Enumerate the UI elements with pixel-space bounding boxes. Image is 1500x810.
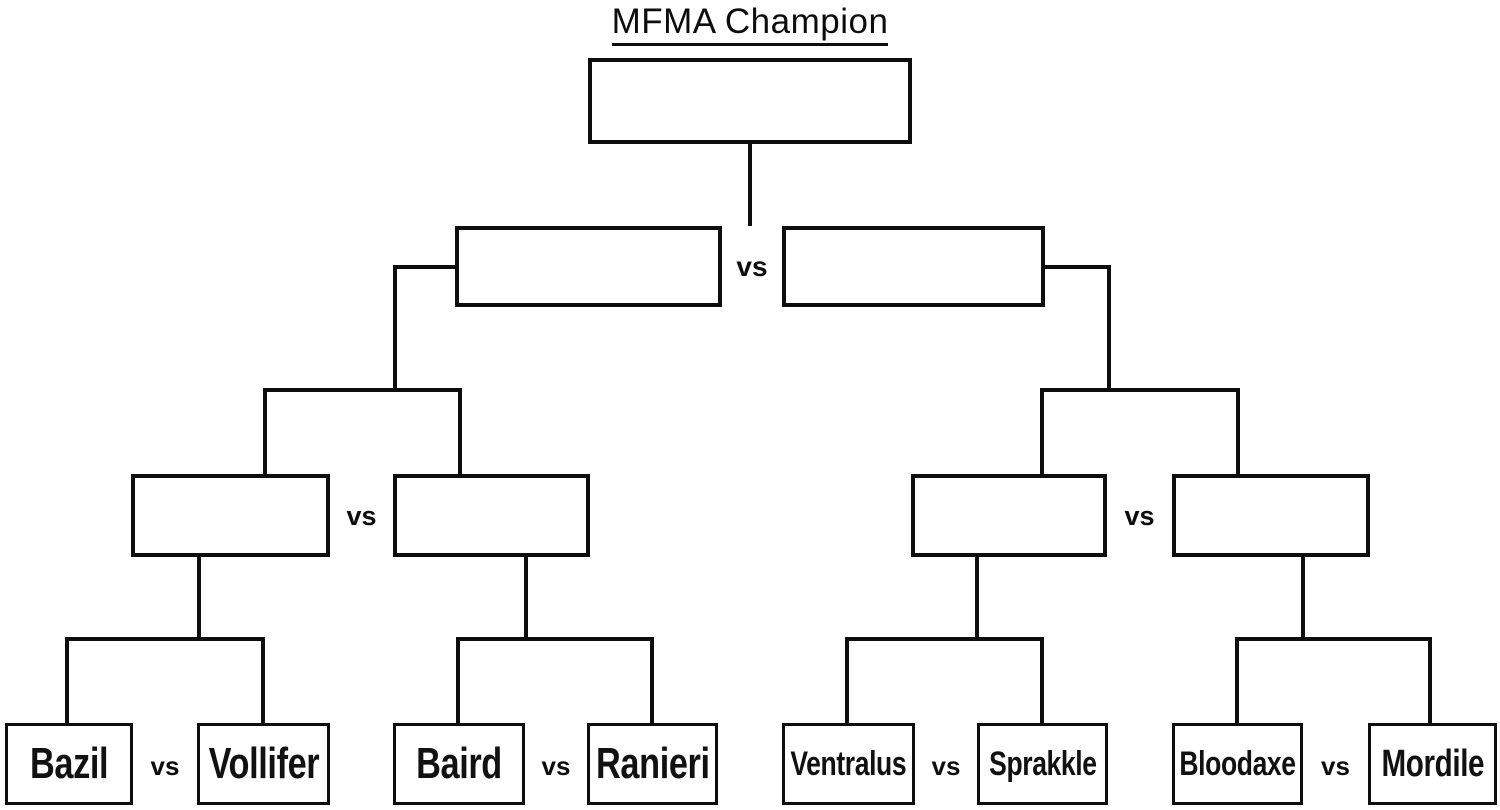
champion-slot[interactable] — [588, 58, 912, 144]
connector-final-right-drop — [1107, 265, 1111, 390]
connector-player-2-stem — [261, 637, 265, 723]
connector-player-5-stem — [845, 637, 849, 723]
semifinal-slot-2[interactable] — [393, 474, 590, 557]
connector-semifinal-3-drop — [975, 557, 979, 639]
connector-final-right-arm — [1041, 265, 1111, 269]
connector-semifinal-right-bar — [1040, 388, 1240, 392]
semifinal-slot-3[interactable] — [911, 474, 1107, 557]
connector-semifinal-left-bar — [263, 388, 462, 392]
competitor-slot-3[interactable]: Baird — [393, 723, 525, 805]
competitor-label-4: Ranieri — [595, 739, 710, 788]
competitor-label-1: Bazil — [29, 739, 109, 788]
connector-semifinal-1-drop — [197, 557, 201, 639]
connector-match-1-bar — [65, 637, 265, 641]
competitor-label-6: Sprakkle — [988, 745, 1097, 783]
connector-player-7-stem — [1235, 637, 1239, 723]
final-slot-right[interactable] — [782, 226, 1045, 307]
connector-match-2-bar — [456, 637, 654, 641]
competitor-slot-7[interactable]: Bloodaxe — [1172, 723, 1303, 805]
competitor-label-8: Mordile — [1381, 743, 1484, 785]
page-title: MFMA Champion — [0, 2, 1500, 46]
competitor-slot-5[interactable]: Ventralus — [782, 723, 915, 805]
competitor-slot-2[interactable]: Vollifer — [197, 723, 330, 805]
semifinal-slot-1[interactable] — [131, 474, 330, 557]
vs-label-match-1: vs — [150, 751, 180, 781]
competitor-label-3: Baird — [416, 739, 502, 788]
competitor-slot-4[interactable]: Ranieri — [587, 723, 718, 805]
vs-label-match-3: vs — [931, 751, 961, 781]
competitor-label-2: Vollifer — [208, 739, 319, 788]
connector-player-8-stem — [1428, 637, 1432, 723]
vs-label-semifinal-left: vs — [346, 501, 377, 531]
connector-final-left-drop — [393, 265, 397, 390]
connector-match-4-bar — [1235, 637, 1432, 641]
connector-champion-stem — [748, 144, 752, 226]
competitor-slot-6[interactable]: Sprakkle — [977, 723, 1108, 805]
competitor-label-5: Ventralus — [790, 745, 907, 783]
vs-label-semifinal-right: vs — [1124, 501, 1155, 531]
competitor-slot-1[interactable]: Bazil — [5, 723, 133, 805]
semifinal-slot-4[interactable] — [1172, 474, 1370, 557]
connector-semifinal-3-stem — [1040, 388, 1044, 476]
connector-player-4-stem — [650, 637, 654, 723]
final-slot-left[interactable] — [455, 226, 722, 307]
connector-player-6-stem — [1040, 637, 1044, 723]
connector-semifinal-1-stem — [263, 388, 267, 476]
connector-match-3-bar — [845, 637, 1044, 641]
vs-label-match-2: vs — [541, 751, 571, 781]
connector-semifinal-4-drop — [1301, 557, 1305, 639]
vs-label-final: vs — [736, 251, 768, 282]
connector-semifinal-2-drop — [524, 557, 528, 639]
competitor-label-7: Bloodaxe — [1179, 745, 1296, 783]
connector-semifinal-4-stem — [1236, 388, 1240, 476]
connector-semifinal-2-stem — [458, 388, 462, 476]
vs-label-match-4: vs — [1321, 751, 1350, 781]
page-title-text: MFMA Champion — [611, 2, 889, 46]
connector-final-left-arm — [393, 265, 459, 269]
connector-player-1-stem — [65, 637, 69, 723]
competitor-slot-8[interactable]: Mordile — [1368, 723, 1497, 805]
connector-player-3-stem — [456, 637, 460, 723]
